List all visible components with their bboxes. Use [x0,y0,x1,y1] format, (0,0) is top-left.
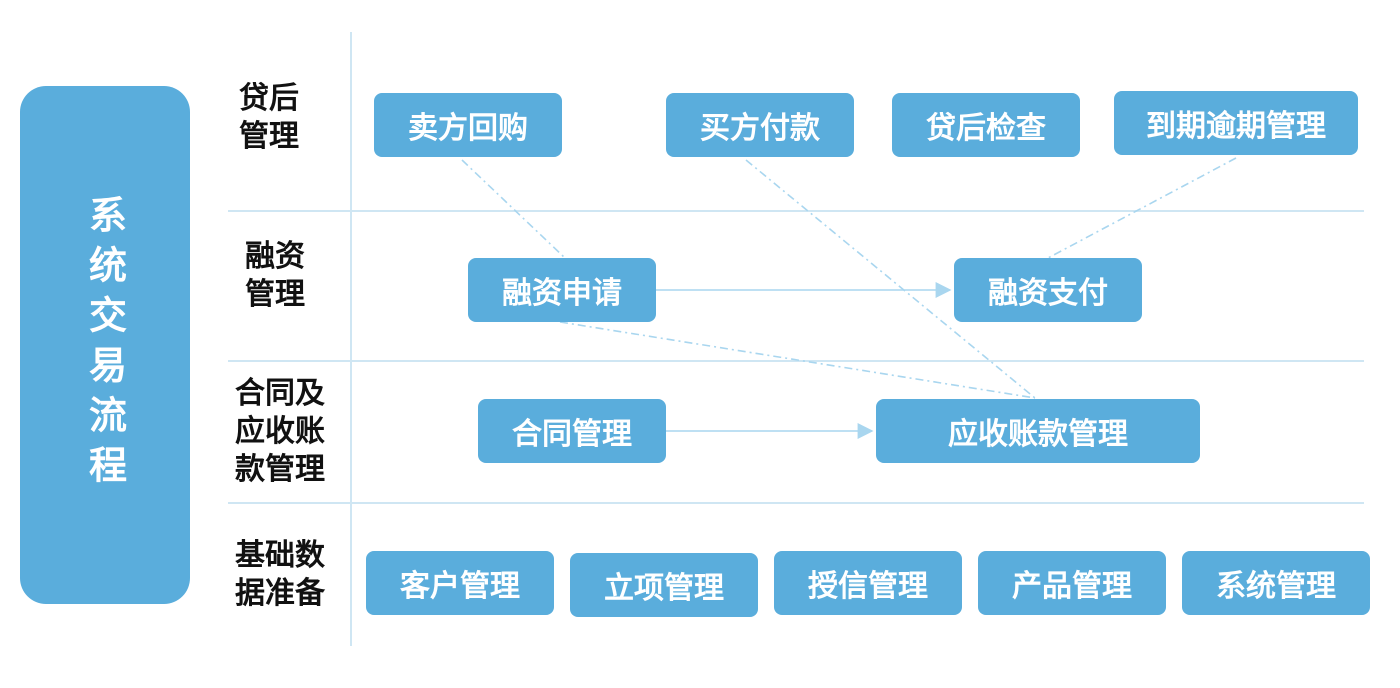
node-contract-mgmt[interactable]: 合同管理 [478,399,666,463]
row-label-financing: 融资管理 [245,239,305,312]
node-project-mgmt[interactable]: 立项管理 [570,553,758,617]
node-product-mgmt[interactable]: 产品管理 [978,551,1166,615]
node-seller-buyback[interactable]: 卖方回购 [374,93,562,157]
link-apply-to-receivables [559,321,1036,399]
row-divider-2 [228,360,1364,362]
row-label-post-loan: 贷后管理 [239,81,299,154]
side-title: 系统交易流程 [82,195,127,495]
node-post-loan-check[interactable]: 贷后检查 [892,93,1080,157]
link-buyerpay-to-receivables [745,159,1036,399]
row-divider-3 [228,502,1364,504]
node-customer-mgmt[interactable]: 客户管理 [366,551,554,615]
node-financing-apply[interactable]: 融资申请 [468,258,656,322]
row-divider-1 [228,210,1364,212]
side-panel: 系统交易流程 [20,86,190,604]
node-receivables-mgmt[interactable]: 应收账款管理 [876,399,1200,463]
node-maturity-overdue[interactable]: 到期逾期管理 [1114,91,1358,155]
node-financing-pay[interactable]: 融资支付 [954,258,1142,322]
row-label-contract: 合同及应收账款管理 [235,376,325,487]
node-buyer-payment[interactable]: 买方付款 [666,93,854,157]
row-label-base-data: 基础数据准备 [235,538,325,611]
node-credit-mgmt[interactable]: 授信管理 [774,551,962,615]
node-system-mgmt[interactable]: 系统管理 [1182,551,1370,615]
link-maturity-to-pay [1047,157,1237,259]
link-buyback-to-apply [461,159,566,259]
vertical-divider [350,32,352,646]
